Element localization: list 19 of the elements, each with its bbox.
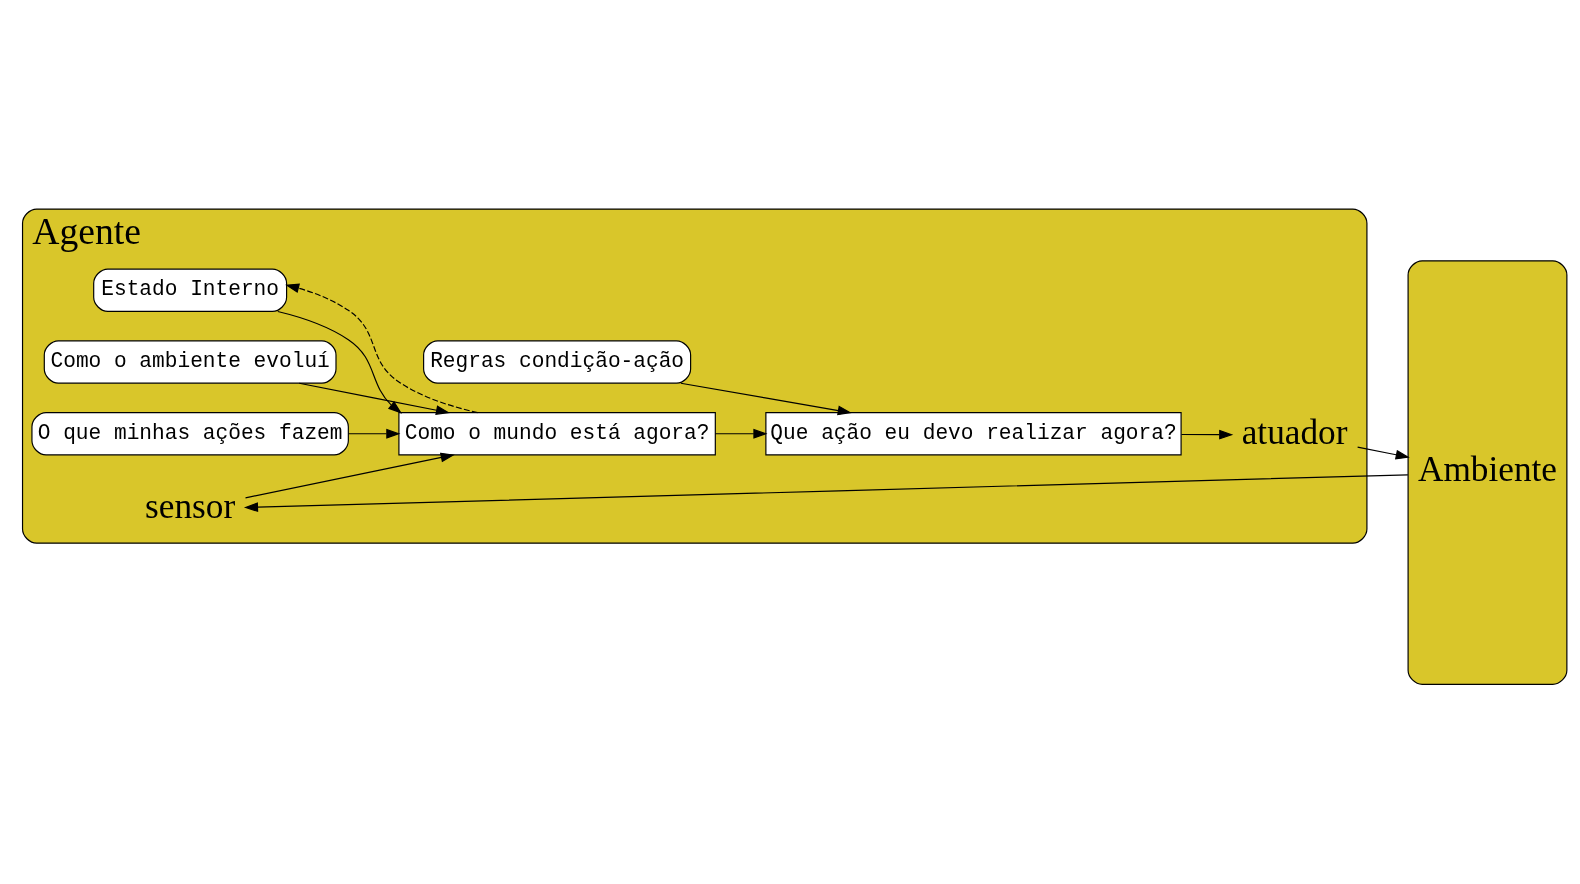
arrow: [243, 474, 1409, 513]
arrow: [244, 452, 455, 499]
node-box: Estado Interno: [93, 268, 288, 313]
node-box: Ambiente: [1407, 260, 1568, 685]
arrow: [680, 382, 852, 416]
node-box: O que minhas ações fazem: [31, 412, 349, 456]
arrow: [1180, 429, 1234, 440]
node-box: Que ação eu devo realizar agora?: [765, 412, 1182, 456]
arrow: [1357, 446, 1410, 460]
arrow: [714, 428, 768, 439]
arrow: [298, 382, 451, 416]
node-text: atuador: [1241, 412, 1348, 452]
arrow: [348, 428, 401, 439]
node-box: Regras condição-ação: [423, 340, 692, 384]
node-box: Como o ambiente evoluí: [43, 340, 337, 384]
arrow: [277, 310, 403, 414]
node-box: Como o mundo está agora?: [398, 412, 716, 456]
arrow: [285, 283, 479, 414]
node-text: sensor: [145, 486, 236, 526]
